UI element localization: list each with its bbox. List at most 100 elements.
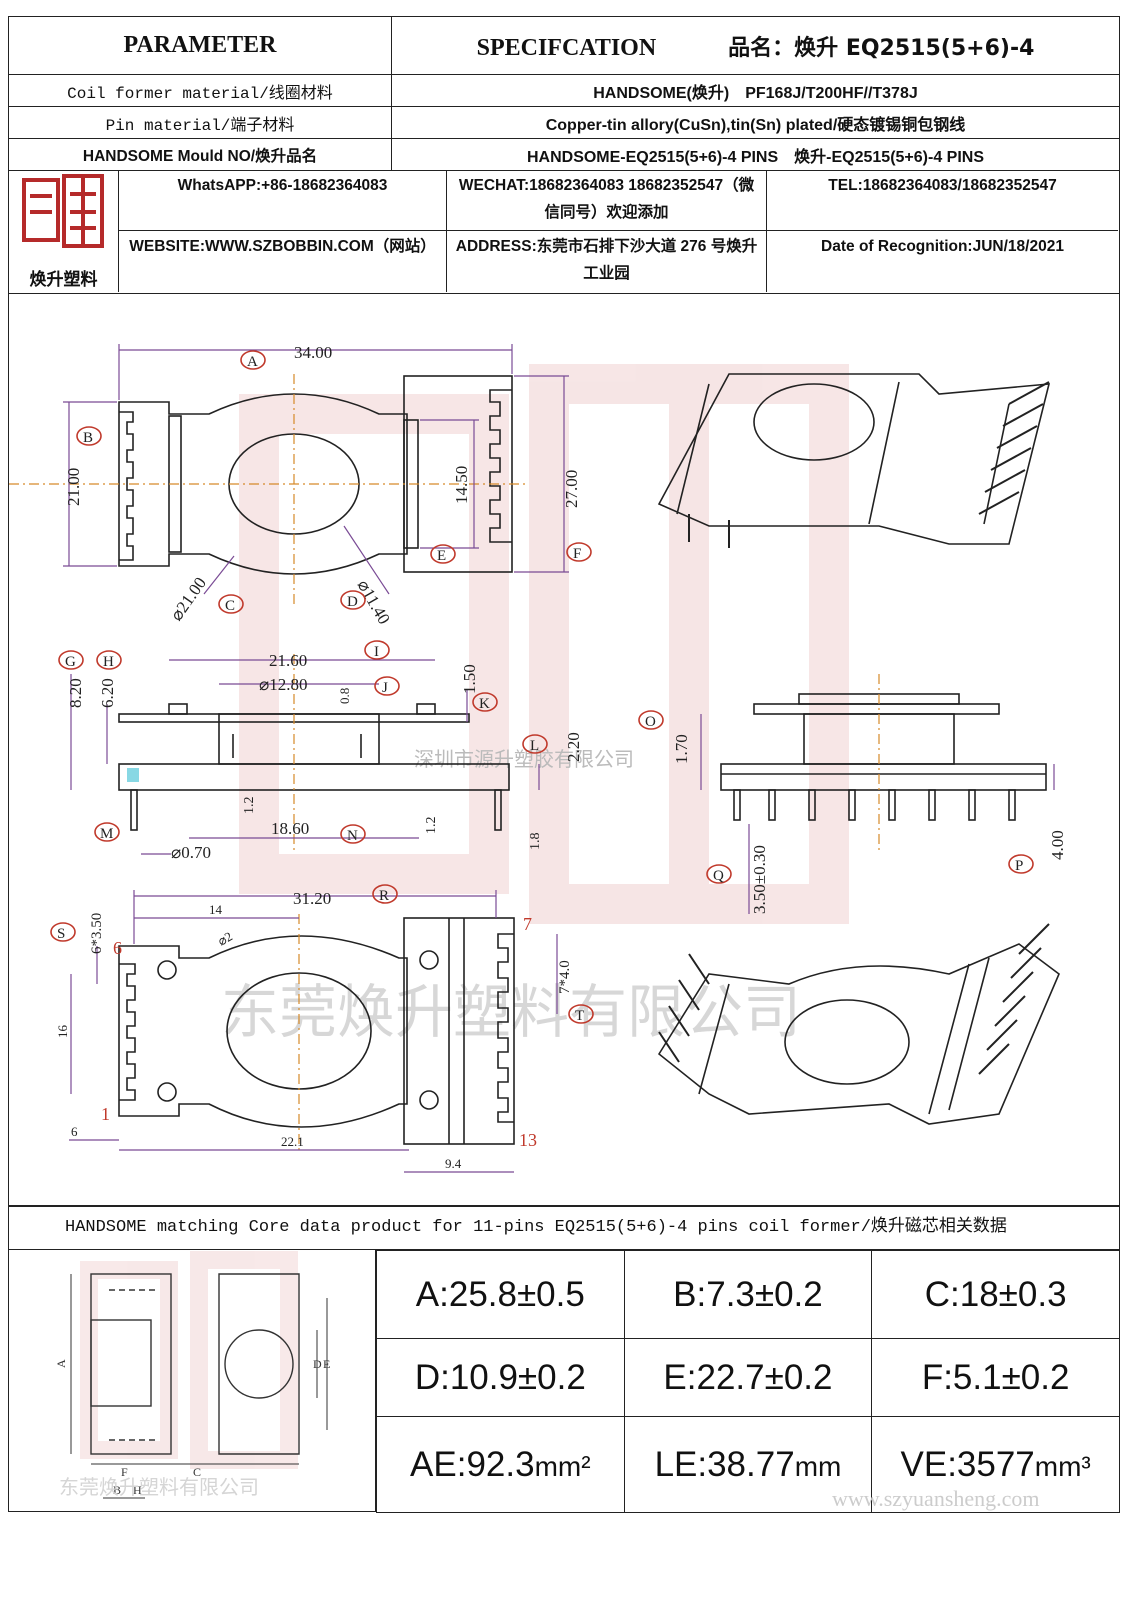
technical-drawing-panel: 深圳市源升塑胶有限公司 东莞焕升塑料有限公司 xyxy=(8,294,1120,1206)
front-view xyxy=(720,693,1047,791)
dimension-lines-bottom xyxy=(69,890,558,1173)
dim-i: 21.60 xyxy=(269,651,307,670)
callout-d: D xyxy=(340,590,366,610)
callout-a: A xyxy=(240,350,266,370)
core-value-d: D:10.9±0.2 xyxy=(376,1338,625,1417)
callout-o: O xyxy=(638,710,664,730)
callout-k: K xyxy=(472,692,498,712)
pin-label-1: 1 xyxy=(101,1104,110,1124)
tel-cell: TEL:18682364083/18682352547 xyxy=(767,170,1118,231)
callout-q: Q xyxy=(706,864,732,884)
core-watermark: 东莞焕升塑料有限公司 xyxy=(59,1476,259,1499)
dim-22-1: 22.1 xyxy=(281,1134,304,1149)
svg-text:B: B xyxy=(83,430,93,446)
core-value-e: E:22.7±0.2 xyxy=(623,1338,873,1417)
dimension-lines-side xyxy=(70,659,540,855)
core-value-a: A:25.8±0.5 xyxy=(376,1250,625,1339)
dim-s: 6*3.50 xyxy=(89,913,105,954)
core-label-b: B xyxy=(113,1483,121,1497)
svg-text:G: G xyxy=(65,654,76,670)
core-value-le: LE:38.77mm xyxy=(623,1416,873,1513)
logo-cell: 焕升塑料 xyxy=(9,170,119,292)
dim-j: ⌀12.80 xyxy=(259,675,308,694)
mould-no-label: HANDSOME Mould NO/焕升品名 xyxy=(8,138,392,171)
svg-text:T: T xyxy=(575,1008,584,1024)
spec-label: SPECIFCATION xyxy=(476,34,657,61)
dim-q: 3.50±0.30 xyxy=(750,845,769,914)
core-label-c: C xyxy=(193,1465,201,1479)
dim-h: 6.20 xyxy=(98,678,117,708)
parameter-heading: PARAMETER xyxy=(8,16,392,75)
dim-c: ⌀21.00 xyxy=(167,574,210,625)
core-drawing-panel: A D E C F B H 东莞焕升塑料有限公司 xyxy=(8,1250,376,1512)
svg-text:A: A xyxy=(247,354,258,370)
watermark-small: 深圳市源升塑胶有限公司 xyxy=(414,748,634,771)
watermark-big: 东莞焕升塑料有限公司 xyxy=(221,980,801,1045)
svg-text:F: F xyxy=(573,546,581,562)
dim-k: 1.50 xyxy=(460,664,479,694)
svg-text:Q: Q xyxy=(713,868,724,884)
svg-text:O: O xyxy=(645,714,656,730)
product-name: 品名：焕升 EQ2515(5+6)-4 xyxy=(728,35,1035,61)
svg-text:K: K xyxy=(479,696,490,712)
svg-text:H: H xyxy=(103,654,114,670)
dim-b: 21.00 xyxy=(64,468,83,506)
coil-material-label: Coil former material/线圈材料 xyxy=(8,74,392,107)
core-value-ae: AE:92.3mm² xyxy=(376,1416,625,1513)
callout-letters: A B C D E F G H I J K L M N O P Q R S T xyxy=(50,350,1034,1024)
dim-f: 27.00 xyxy=(562,470,581,508)
pin-label-6: 6 xyxy=(113,938,122,958)
company-logo-icon xyxy=(21,174,104,248)
callout-j: J xyxy=(374,676,400,696)
core-label-f: F xyxy=(121,1465,128,1479)
centerlines-top xyxy=(9,374,529,604)
watermark-logo-icon xyxy=(239,364,849,924)
callout-r: R xyxy=(372,884,398,904)
core-label-a: A xyxy=(54,1359,68,1368)
svg-text:D: D xyxy=(347,594,358,610)
dimension-lines-top xyxy=(63,344,569,595)
core-data-caption: HANDSOME matching Core data product for … xyxy=(8,1206,1120,1250)
dim-t: 7*4.0 xyxy=(557,960,573,994)
callout-n: N xyxy=(340,824,366,844)
dim-g: 8.20 xyxy=(66,678,85,708)
coil-material-value: HANDSOME(焕升) PF168J/T200HF//T378J xyxy=(391,74,1120,107)
svg-text:E: E xyxy=(437,548,446,564)
dim-j2: 0.8 xyxy=(337,688,352,704)
dim-16: 16 xyxy=(55,1025,70,1039)
iso-view-bottom xyxy=(657,923,1060,1125)
core-drawing: A D E C F B H 东莞焕升塑料有限公司 xyxy=(54,1251,330,1499)
date-cell: Date of Recognition:JUN/18/2021 xyxy=(821,238,1064,255)
callout-g: G xyxy=(58,650,84,670)
callout-e: E xyxy=(430,544,456,564)
spec-heading: SPECIFCATION 品名：焕升 EQ2515(5+6)-4 xyxy=(391,16,1120,75)
svg-text:P: P xyxy=(1015,858,1023,874)
website-cell: WEBSITE:WWW.SZBOBBIN.COM（网站） xyxy=(119,231,447,292)
dim-phi2: ⌀2 xyxy=(215,928,235,948)
logo-text: 焕升塑料 xyxy=(29,270,98,290)
svg-text:R: R xyxy=(379,888,389,904)
dim-6: 6 xyxy=(71,1124,78,1139)
dim-r: 31.20 xyxy=(293,889,331,908)
dim-m: ⌀0.70 xyxy=(171,843,211,862)
svg-text:N: N xyxy=(347,828,358,844)
header-table: PARAMETER SPECIFCATION 品名：焕升 EQ2515(5+6)… xyxy=(8,16,1120,171)
dim-n: 18.60 xyxy=(271,819,309,838)
svg-text:S: S xyxy=(57,926,65,942)
spec-sheet: PARAMETER SPECIFCATION 品名：焕升 EQ2515(5+6)… xyxy=(8,16,1120,1564)
callout-f: F xyxy=(566,542,592,562)
pin-material-label: Pin material/端子材料 xyxy=(8,106,392,139)
site-watermark: www.szyuansheng.com xyxy=(832,1486,1040,1511)
svg-text:C: C xyxy=(225,598,235,614)
pin-label-7: 7 xyxy=(523,914,532,934)
wechat-cell: WECHAT:18682364083 18682352547（微信同号）欢迎添加 xyxy=(447,170,767,231)
pin-highlight xyxy=(127,768,139,782)
front-view-pins xyxy=(733,789,1016,821)
iso-view-top xyxy=(657,373,1051,548)
dim-9-4: 9.4 xyxy=(445,1156,462,1171)
callout-p: P xyxy=(1008,854,1034,874)
core-label-e: E xyxy=(323,1357,330,1371)
pin-label-13: 13 xyxy=(519,1130,537,1150)
callout-c: C xyxy=(218,594,244,614)
core-value-b: B:7.3±0.2 xyxy=(623,1250,873,1339)
